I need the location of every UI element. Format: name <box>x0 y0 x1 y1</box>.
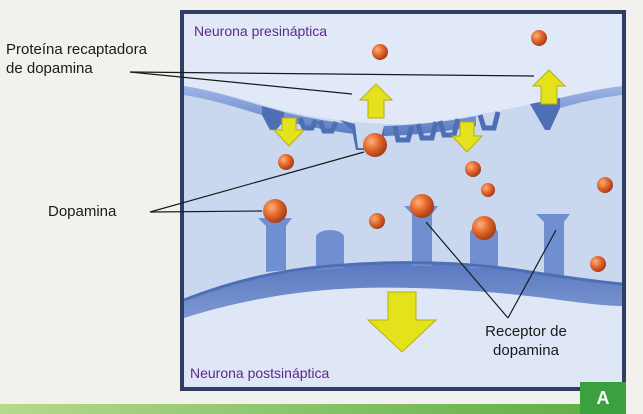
footer-green-bar <box>0 404 580 414</box>
dopamine-molecule <box>410 194 434 218</box>
label-reuptake-protein-line1: Proteína recaptadora <box>6 40 176 59</box>
dopamine-molecule <box>590 256 606 272</box>
label-reuptake-protein-line2: de dopamina <box>6 59 176 78</box>
label-dopamine-receptor: Receptor de dopamina <box>471 322 581 360</box>
label-receptor-line2: dopamina <box>471 341 581 360</box>
dopamine-molecule <box>472 216 496 240</box>
dopamine-molecule <box>531 30 547 46</box>
dopamine-molecule <box>597 177 613 193</box>
dopamine-molecule <box>263 199 287 223</box>
dopamine-molecule <box>369 213 385 229</box>
figure-badge: A <box>580 382 626 414</box>
dopamine-molecule <box>372 44 388 60</box>
label-dopamine: Dopamina <box>48 202 116 221</box>
dopamine-molecule <box>465 161 481 177</box>
title-postsynaptic: Neurona postsináptica <box>190 365 329 381</box>
dopamine-molecule <box>363 133 387 157</box>
title-presynaptic: Neurona presináptica <box>194 23 327 39</box>
dopamine-molecule <box>278 154 294 170</box>
label-receptor-line1: Receptor de <box>471 322 581 341</box>
label-reuptake-protein: Proteína recaptadora de dopamina <box>6 40 176 78</box>
dopamine-molecule <box>481 183 495 197</box>
